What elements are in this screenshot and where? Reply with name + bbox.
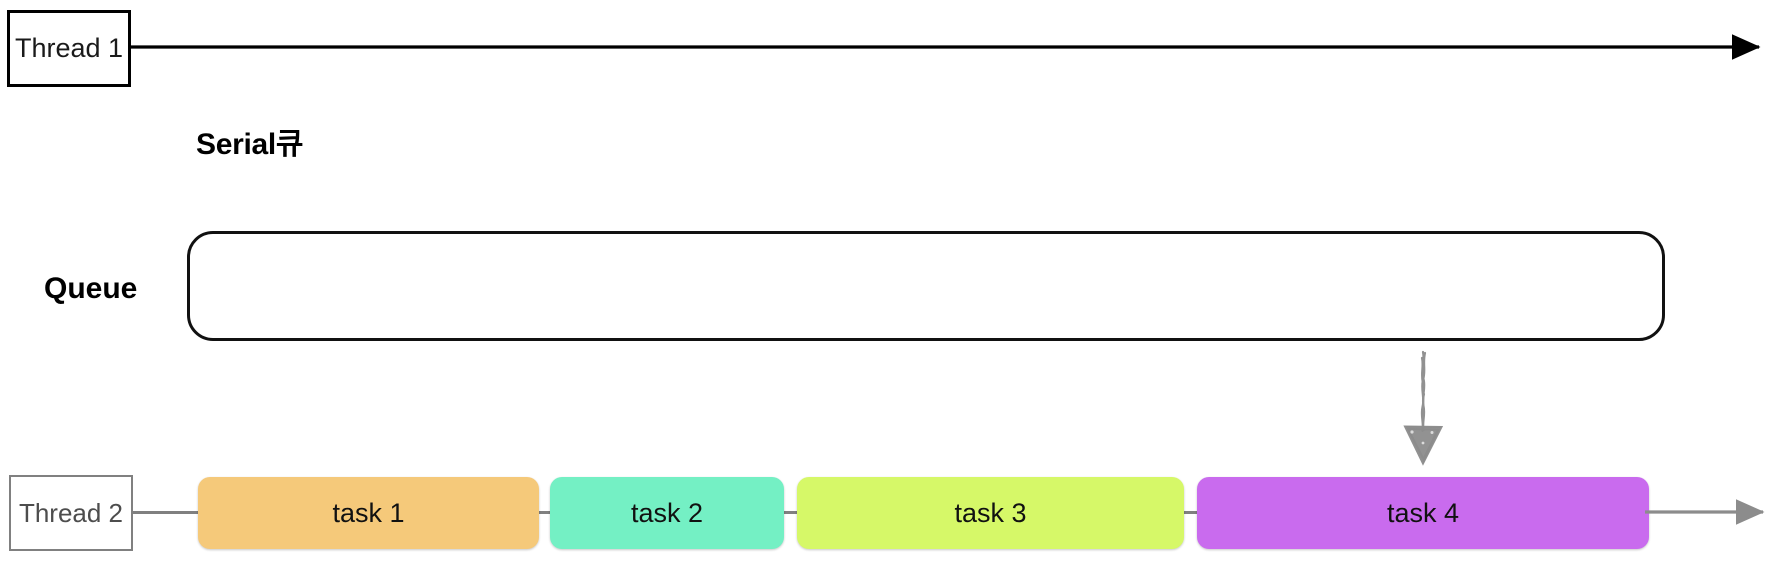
task-block-2[interactable]: task 2 xyxy=(550,477,784,549)
queue-label: Queue xyxy=(44,272,138,305)
task-block-3[interactable]: task 3 xyxy=(797,477,1184,549)
task-block-1-label: task 1 xyxy=(332,497,405,528)
connector-thread2-to-task1 xyxy=(133,511,199,514)
serial-queue-title: Serial큐 xyxy=(196,128,304,161)
serial-queue-container xyxy=(187,231,1665,341)
task-block-4-label: task 4 xyxy=(1386,497,1460,528)
task-block-2-label: task 2 xyxy=(630,497,704,528)
thread-1-label: Thread 1 xyxy=(14,33,124,63)
connector-task1-to-task2 xyxy=(536,511,552,514)
thread-2-timeline-arrow xyxy=(1645,499,1765,525)
connector-task3-to-task4 xyxy=(1182,511,1199,514)
thread-1-timeline-arrow xyxy=(131,34,1761,60)
thread-2-box: Thread 2 xyxy=(9,475,133,551)
dequeue-arrow xyxy=(1403,350,1444,466)
task-block-1[interactable]: task 1 xyxy=(198,477,539,549)
thread-2-label: Thread 2 xyxy=(18,498,124,528)
task-block-3-label: task 3 xyxy=(954,497,1027,528)
task-block-4[interactable]: task 4 xyxy=(1197,477,1649,549)
thread-1-box: Thread 1 xyxy=(7,10,131,87)
connector-task2-to-task3 xyxy=(782,511,799,514)
